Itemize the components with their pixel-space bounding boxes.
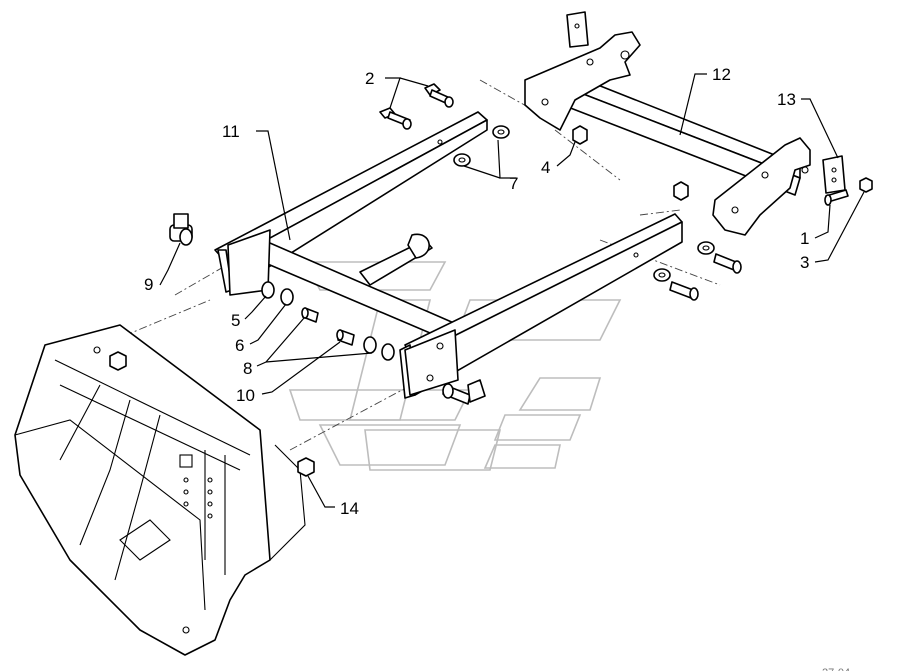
callout-7: 7 [509,174,518,193]
callout-9: 9 [144,275,153,294]
nut-14 [297,457,315,477]
callout-2: 2 [365,69,374,88]
lower-arm [399,213,683,399]
callout-5: 5 [231,311,240,330]
callout-6: 6 [235,336,244,355]
callout-13: 13 [777,90,796,109]
callout-4: 4 [541,158,550,177]
pin-9 [169,213,193,246]
nut-4 [572,125,588,145]
washers-7 [453,125,510,167]
rings-5-6-8 [261,281,395,361]
callout-8: 8 [243,359,252,378]
nut-3 [859,177,873,193]
callout-10: 10 [236,386,255,405]
callout-labels: 1 2 3 4 5 6 7 8 9 10 11 12 13 14 [144,65,809,518]
callout-12: 12 [712,65,731,84]
callout-14: 14 [340,499,359,518]
plate-13 [822,155,846,194]
leader-lines [159,73,865,508]
callout-1: 1 [800,229,809,248]
fitting-10 [301,307,355,346]
beam-11 [214,111,488,351]
beam-12 [524,11,811,236]
lower-pin [442,379,486,405]
bolts-2 [379,83,454,130]
frame-nut [109,351,127,371]
corner-code: 27-04 [822,667,850,671]
right-bolts-washers [653,241,742,301]
bolt-1 [824,189,849,206]
callout-3: 3 [800,253,809,272]
callout-11: 11 [222,122,240,141]
machine-frame [14,324,306,656]
